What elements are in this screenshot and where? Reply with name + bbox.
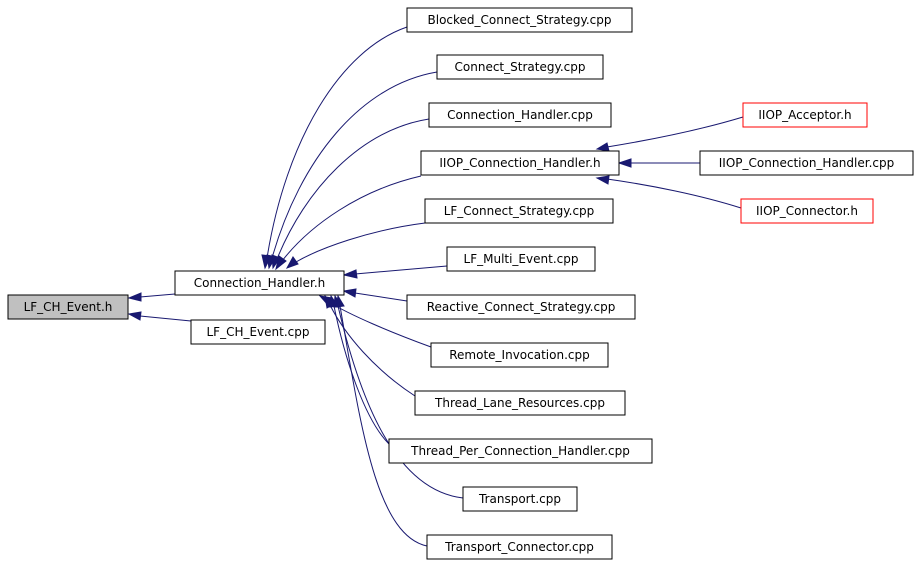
node-reactive-connect-strategy-cpp[interactable]: Reactive_Connect_Strategy.cpp [406, 294, 636, 320]
arrowhead [127, 311, 142, 321]
node-iiop-connection-handler-h[interactable]: IIOP_Connection_Handler.h [420, 150, 620, 176]
node-label: LF_Connect_Strategy.cpp [444, 204, 595, 218]
edge-lf-ch-event-cpp-to-lf-ch-event-h [139, 315, 192, 322]
node-label: Connection_Handler.cpp [447, 108, 593, 122]
node-label: Reactive_Connect_Strategy.cpp [427, 300, 616, 314]
node-connect-strategy-cpp[interactable]: Connect_Strategy.cpp [436, 54, 604, 80]
arrowhead [595, 175, 610, 185]
arrowhead [335, 294, 345, 308]
node-label: LF_Multi_Event.cpp [464, 252, 579, 266]
node-label: LF_CH_Event.cpp [206, 325, 309, 339]
node-thread-lane-resources-cpp[interactable]: Thread_Lane_Resources.cpp [414, 390, 626, 416]
node-label: Connect_Strategy.cpp [455, 60, 586, 74]
edge-connect-strategy-to-connection-handler-h [271, 71, 438, 259]
arrowhead [595, 142, 610, 152]
node-blocked-connect-strategy-cpp[interactable]: Blocked_Connect_Strategy.cpp [406, 7, 633, 33]
edge-iiop-connector-to-iiop-connection-handler-h [606, 178, 742, 209]
node-iiop-acceptor-h[interactable]: IIOP_Acceptor.h [742, 102, 868, 128]
edge-blocked-connect-strategy-to-connection-handler-h [266, 26, 408, 259]
node-label: Thread_Per_Connection_Handler.cpp [410, 444, 630, 458]
node-label: IIOP_Connector.h [756, 204, 858, 218]
edge-thread-lane-resources-to-connection-handler-h [329, 304, 416, 397]
edge-lf-multi-event-to-connection-handler-h [354, 265, 448, 275]
edge-connection-handler-h-to-lf-ch-event-h [139, 293, 176, 298]
node-label: Blocked_Connect_Strategy.cpp [428, 13, 612, 27]
graph-edges [127, 26, 744, 547]
arrowhead [285, 256, 299, 269]
edge-reactive-connect-strategy-to-connection-handler-h [354, 292, 408, 302]
arrowhead [342, 288, 357, 298]
node-label: Transport_Connector.cpp [444, 540, 594, 554]
edge-connection-handler-cpp-to-connection-handler-h [276, 118, 430, 260]
node-thread-per-connection-handler-cpp[interactable]: Thread_Per_Connection_Handler.cpp [388, 438, 653, 464]
node-lf-multi-event-cpp[interactable]: LF_Multi_Event.cpp [446, 246, 596, 272]
node-label: LF_CH_Event.h [24, 300, 113, 314]
arrowhead [342, 269, 358, 279]
node-lf-ch-event-cpp[interactable]: LF_CH_Event.cpp [190, 319, 326, 345]
edge-transport-to-connection-handler-h [337, 305, 464, 499]
graph-nodes: LF_CH_Event.h Connection_Handler.h LF_CH… [7, 7, 914, 560]
node-iiop-connection-handler-cpp[interactable]: IIOP_Connection_Handler.cpp [699, 150, 914, 176]
node-lf-ch-event-h[interactable]: LF_CH_Event.h [7, 294, 129, 320]
node-connection-handler-h[interactable]: Connection_Handler.h [174, 270, 345, 296]
node-connection-handler-cpp[interactable]: Connection_Handler.cpp [428, 102, 612, 128]
edge-iiop-acceptor-to-iiop-connection-handler-h [606, 116, 744, 148]
edge-transport-connector-to-connection-handler-h [339, 305, 428, 547]
arrowhead [127, 292, 142, 302]
node-transport-cpp[interactable]: Transport.cpp [462, 486, 578, 512]
node-iiop-connector-h[interactable]: IIOP_Connector.h [740, 198, 874, 224]
node-label: IIOP_Acceptor.h [758, 108, 851, 122]
node-transport-connector-cpp[interactable]: Transport_Connector.cpp [426, 534, 613, 560]
node-remote-invocation-cpp[interactable]: Remote_Invocation.cpp [430, 342, 609, 368]
node-lf-connect-strategy-cpp[interactable]: LF_Connect_Strategy.cpp [424, 198, 614, 224]
node-label: IIOP_Connection_Handler.cpp [719, 156, 894, 170]
edge-thread-per-connection-handler-to-connection-handler-h [333, 305, 390, 445]
node-label: Thread_Lane_Resources.cpp [434, 396, 605, 410]
edge-iiop-connection-handler-h-to-connection-handler-h [281, 175, 422, 262]
arrowhead [275, 255, 287, 271]
node-label: IIOP_Connection_Handler.h [439, 156, 600, 170]
node-label: Remote_Invocation.cpp [449, 348, 589, 362]
node-label: Connection_Handler.h [194, 276, 325, 290]
edge-lf-connect-strategy-to-connection-handler-h [295, 222, 426, 263]
arrowhead [617, 158, 632, 168]
node-label: Transport.cpp [478, 492, 561, 506]
